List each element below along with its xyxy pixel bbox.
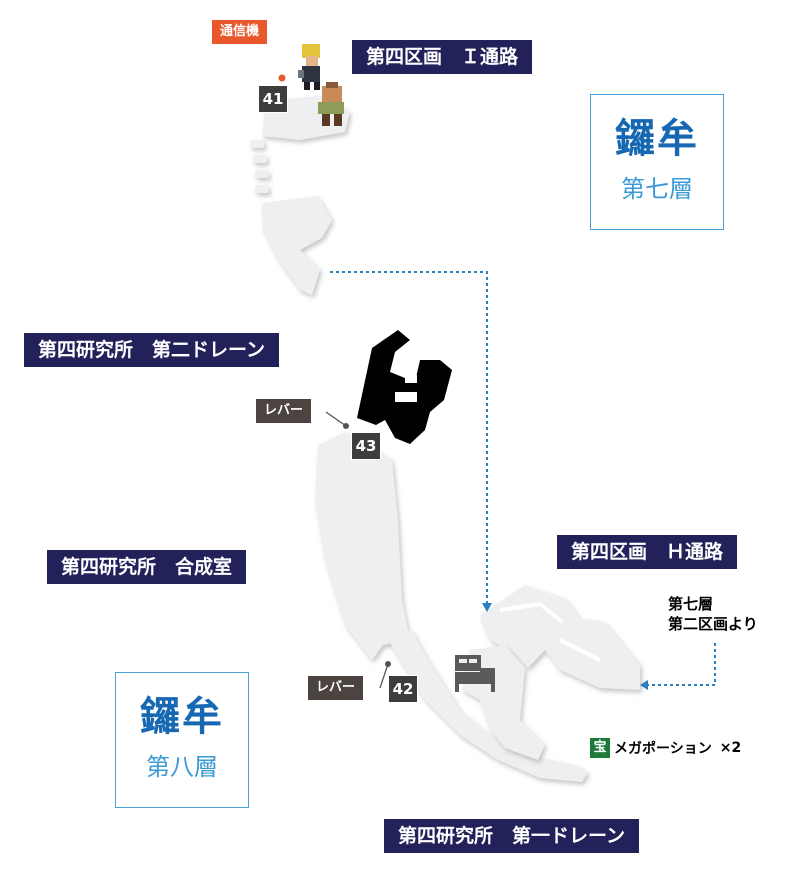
label-sector4-i-passage: 第四区画 Ｉ通路 [352,40,533,74]
floor-lower-level: 第八層 [146,753,218,781]
interior-walls [499,601,601,662]
comm-device-tag: 通信機 [212,20,268,44]
entry-note: 第七層 第二区画より [668,594,758,634]
treasure-name: メガポーション [614,741,712,757]
floor-lower-name: 鑼牟 [140,694,224,740]
marker-41: 41 [258,85,288,113]
route-arrow-left [640,680,648,690]
party-sprite-icon [298,44,344,126]
marker-43: 43 [351,432,381,460]
treasure-item: 宝 メガポーション ×2 [590,738,741,758]
comm-dot [278,74,286,82]
label-sector4-h-passage: 第四区画 Ｈ通路 [557,535,738,569]
floor-box-lower: 鑼牟 第八層 [115,672,249,808]
treasure-chest-icon: 宝 [590,738,610,758]
label-lab4-synthesis: 第四研究所 合成室 [47,550,247,584]
corridor-drain1 [388,630,588,782]
floor-box-upper: 鑼牟 第七層 [590,94,724,230]
floor-upper-name: 鑼牟 [615,116,699,162]
floor-upper-level: 第七層 [621,175,693,203]
path-tiles [250,140,269,193]
route-lines [330,271,716,686]
entry-note-line2: 第二区画より [668,615,758,633]
leader-lines [325,411,389,689]
bed-icon [455,655,495,692]
drain2-structure [357,330,452,444]
treasure-qty: ×2 [719,740,742,756]
lever-tag-bottom: レバー [308,676,364,700]
room-synthesis [315,432,410,660]
label-lab4-drain1: 第四研究所 第一ドレーン [384,819,640,853]
room-upper-corridor [262,196,332,295]
entry-note-line1: 第七層 [668,595,714,613]
lever-tag-top: レバー [256,399,312,423]
label-lab4-drain2: 第四研究所 第二ドレーン [24,333,280,367]
marker-42: 42 [388,675,418,703]
route-arrow-down [482,603,492,612]
room-h-passage [480,585,640,690]
